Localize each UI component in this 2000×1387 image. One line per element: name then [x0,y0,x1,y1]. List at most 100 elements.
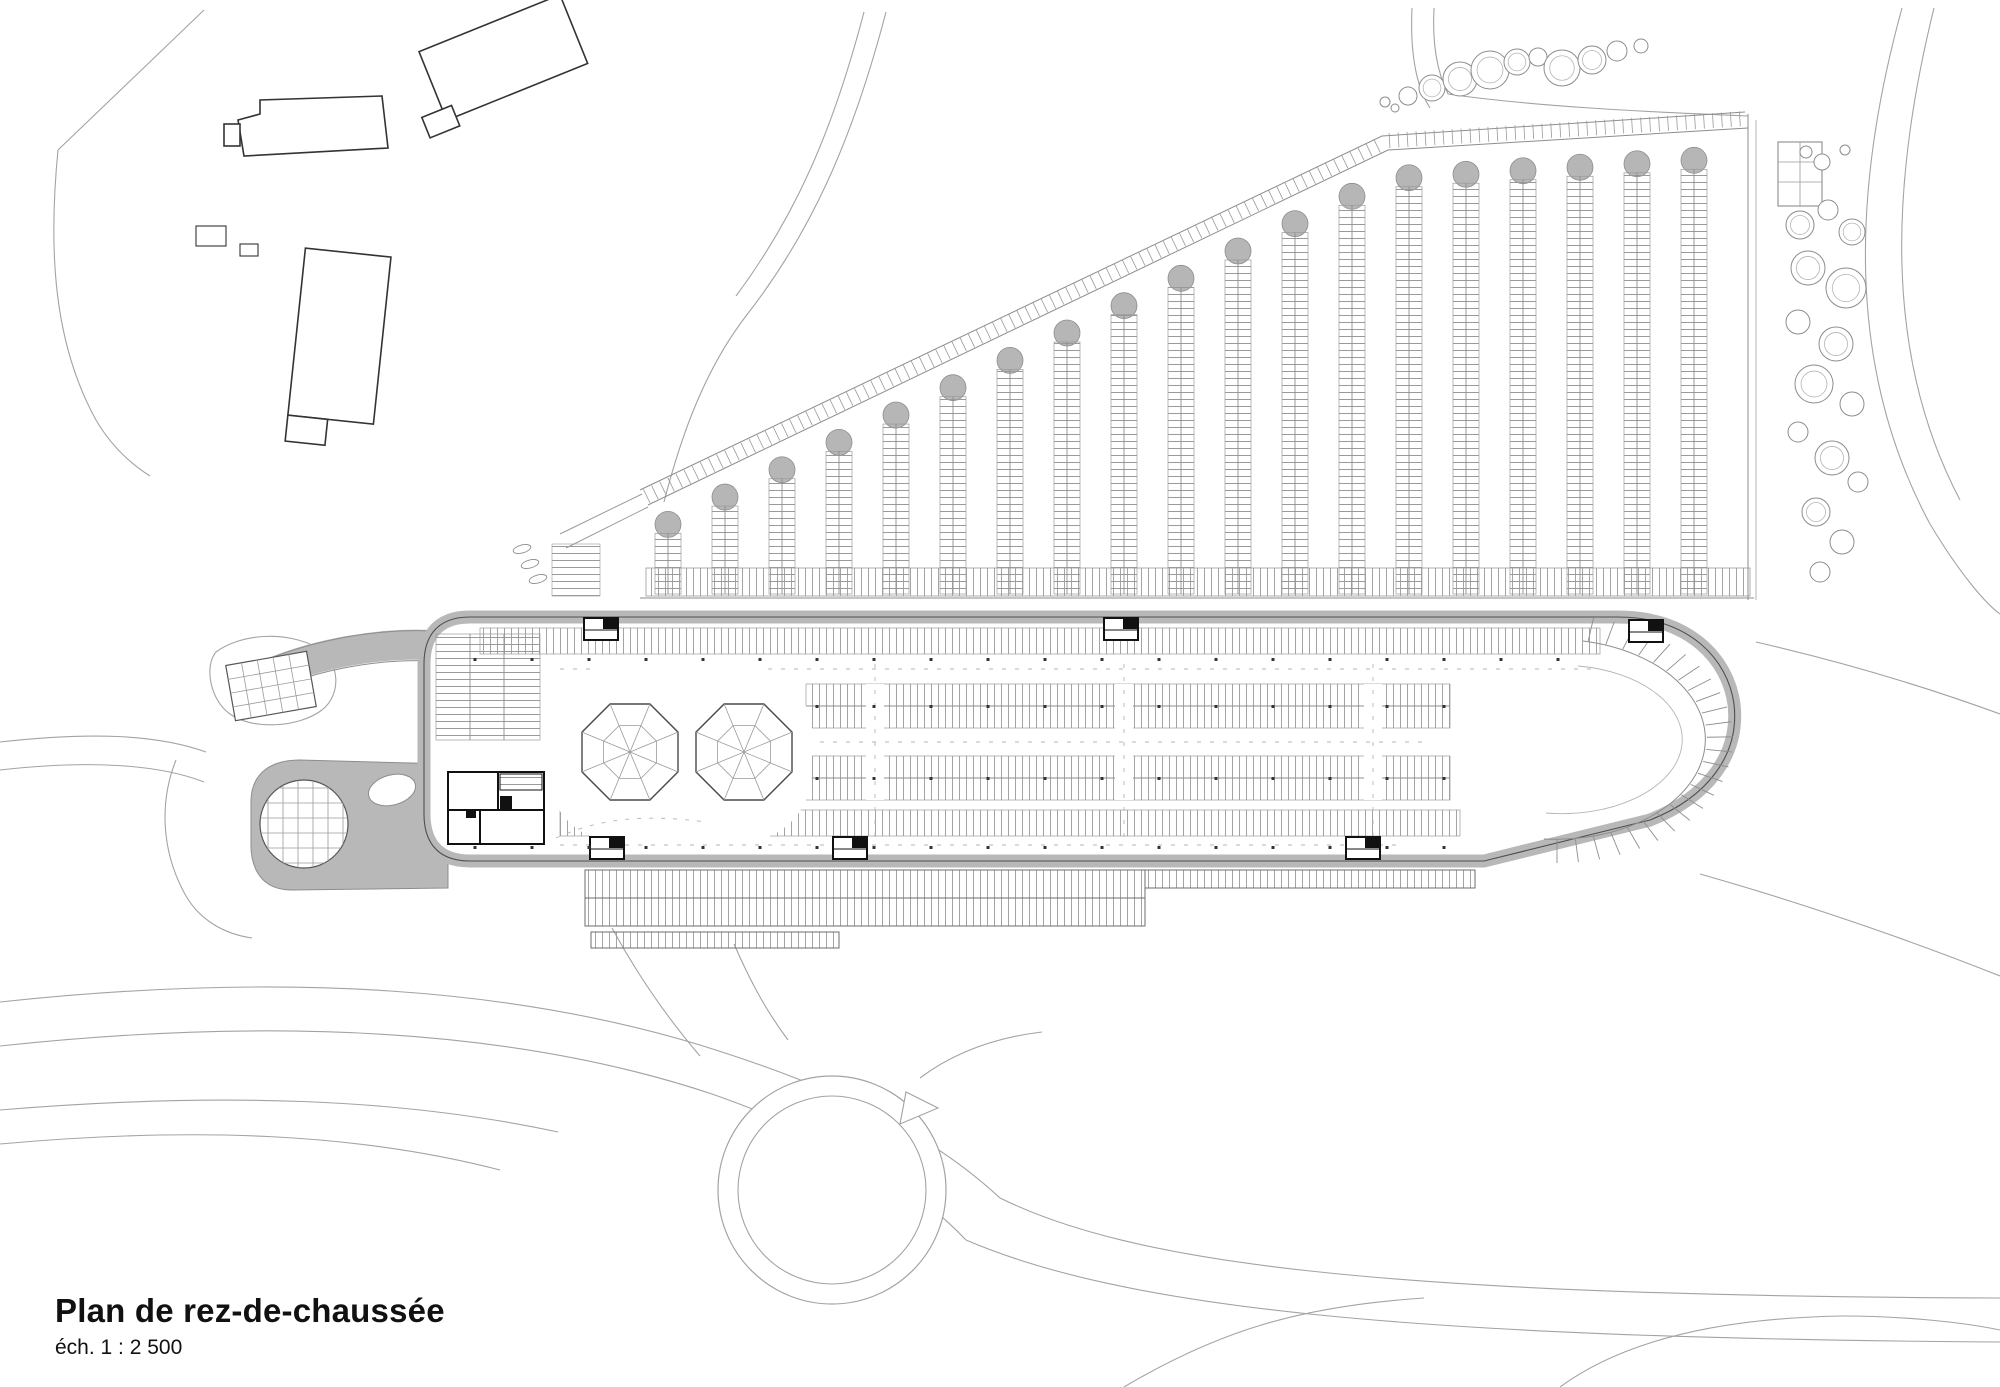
column-dot [929,846,933,849]
ramp-spoke [1642,820,1659,841]
column-dot [1100,705,1104,708]
stall-tick [1712,113,1714,129]
stall-tick [716,454,724,469]
stall-tick [878,376,886,391]
column-dot [1499,658,1503,661]
stall-tick [870,380,878,395]
survey-mark [512,544,532,554]
stall-tick [1097,271,1105,286]
column-dot [986,777,990,780]
stall-tick [1442,129,1445,145]
platform-stalls [585,870,1145,898]
column-dot [1271,777,1275,780]
tree-canopy [1528,47,1548,67]
stall-tick [1227,209,1235,223]
stall-tick [886,372,894,387]
road-line [1559,1315,2000,1387]
existing-building-2 [237,95,389,157]
planting-island [367,773,417,807]
stall-tick [651,485,659,500]
service-block [447,771,545,845]
tree-canopy-inner [1582,50,1602,70]
road-line [0,1099,559,1133]
tree-canopy [1794,364,1834,404]
column-dot [872,705,876,708]
parking-fan [512,111,1823,600]
column-dot [929,777,933,780]
column-dot [1385,658,1389,661]
stall-tick [675,473,683,488]
column-dot [1100,846,1104,849]
tree-canopy [1790,250,1826,286]
tree-canopy [1390,103,1400,113]
tree-canopy [1829,529,1855,555]
stair-core-solid [1365,837,1380,848]
lane-markings [560,664,1600,846]
column-dot [1271,658,1275,661]
ramp-lane [1545,665,1683,815]
column-dot [1043,777,1047,780]
ramp-spoke [1574,838,1579,863]
stall-tick [1676,115,1678,131]
interior-stall-row [479,627,1601,655]
stall-tick [894,368,902,383]
tree-canopy [1785,309,1811,335]
stall-tick [1586,120,1589,136]
column-dot [872,777,876,780]
stall-tick [1568,121,1571,137]
ramp-spoke [1706,749,1733,753]
column-dot [986,658,990,661]
roadside-stall-ticks [643,111,1741,504]
ramp-spoke [1687,678,1712,691]
stall-tick [1008,314,1016,329]
stall-tick [1284,181,1292,196]
stall-tick [1505,125,1508,141]
existing-building-1 [417,0,589,139]
stall-tick [748,438,756,453]
stall-tick [1703,113,1705,129]
column-dot [530,846,534,849]
ramp-spoke [1605,621,1615,645]
stall-tick [1478,127,1481,143]
column-dot [1328,777,1332,780]
column-dot [1385,846,1389,849]
stall-tick [1057,290,1065,305]
ramp-spoke [1681,794,1704,809]
stall-tick [1496,126,1499,142]
tree-canopy [1398,86,1418,106]
stall-tick [1138,251,1146,266]
column-dot [1043,705,1047,708]
south-platform [584,869,1476,949]
stall-tick [1341,154,1349,169]
stall-tick [1251,197,1259,212]
tree-canopy-inner [1832,273,1861,302]
road-network [0,7,2000,1387]
stall-tick [1694,114,1696,130]
column-dot [587,658,591,661]
octagonal-pavilion-west [581,703,679,801]
boundary-line [57,9,205,151]
stall-tick [1640,117,1642,133]
column-dot [815,846,819,849]
road-line [0,764,205,783]
tree-canopy [1814,440,1850,476]
ramp-spoke [1669,804,1691,821]
stall-tick [1194,224,1203,239]
column-dot [815,777,819,780]
stall-tick [1146,247,1154,262]
stall-tick [959,337,967,352]
platform-stalls [590,931,840,949]
stall-tick [1211,216,1219,231]
column-dot [758,846,762,849]
west-service-yards [225,629,450,891]
road-line [1447,93,1749,117]
stall-tick [919,356,927,371]
stall-tick [910,360,919,375]
column-dot [1157,658,1161,661]
ramp-inner-edge [1543,640,1706,840]
stall-tick [724,450,732,465]
tree-canopy-inner [1549,55,1575,81]
stall-tick [935,349,943,364]
stall-tick [1514,125,1517,141]
stall-tick [1559,122,1562,138]
